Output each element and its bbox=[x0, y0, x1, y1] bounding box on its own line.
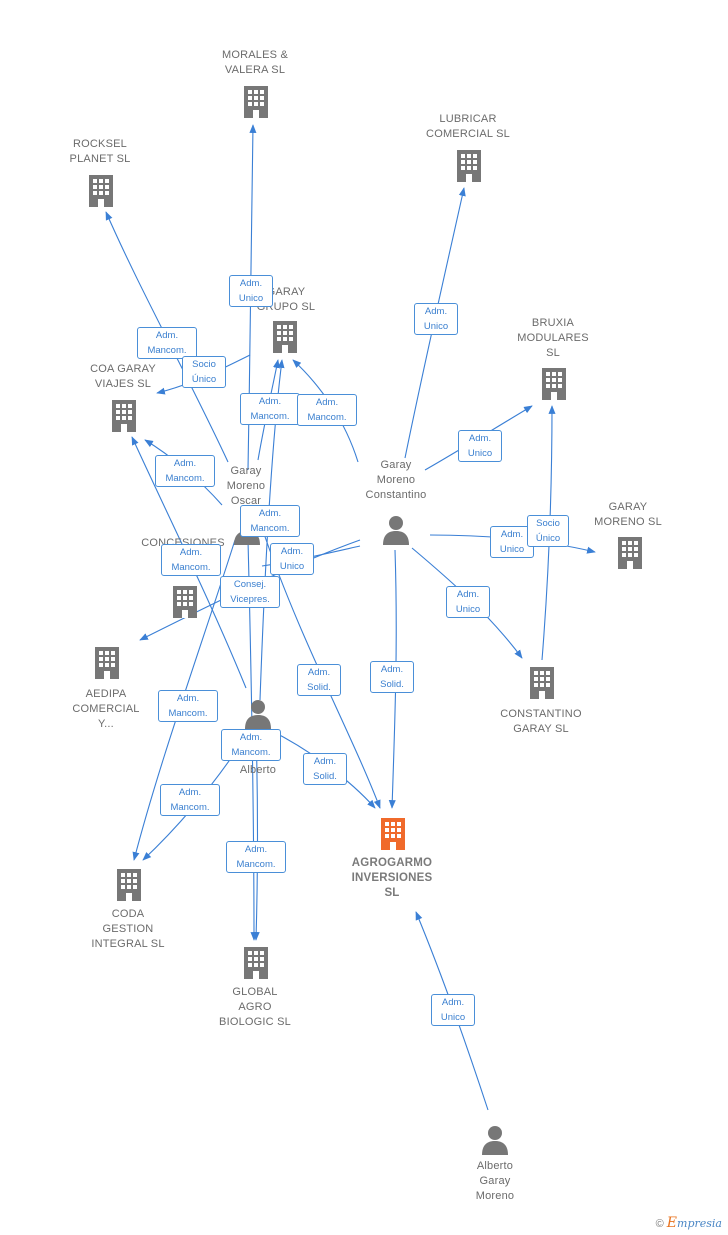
building-icon bbox=[273, 321, 297, 353]
company-label: MORALES & VALERA SL bbox=[222, 49, 288, 76]
building-icon bbox=[244, 86, 268, 118]
company-lubricar-comercial[interactable]: LUBRICAR COMERCIAL SL bbox=[418, 112, 518, 182]
company-label: GARAY GRUPO SL bbox=[256, 286, 316, 313]
edge-label: Adm. Solid. bbox=[297, 664, 341, 696]
edge-label: Adm. Solid. bbox=[370, 661, 414, 693]
edge-label: Adm. Solid. bbox=[303, 753, 347, 785]
building-icon bbox=[112, 400, 136, 432]
person-label: Garay Moreno Constantino bbox=[365, 459, 427, 501]
building-icon bbox=[457, 150, 481, 182]
edge-label: Adm. Mancom. bbox=[158, 690, 218, 722]
person-garay-moreno-constantino[interactable]: Garay Moreno Constantino bbox=[348, 458, 444, 545]
edge-label: Adm. Unico bbox=[458, 430, 502, 462]
edge-label: Adm. Mancom. bbox=[155, 455, 215, 487]
person-icon bbox=[245, 700, 271, 729]
company-constantino-garay-sl[interactable]: CONSTANTINO GARAY SL bbox=[491, 665, 591, 737]
person-icon bbox=[482, 1126, 508, 1155]
edge-label: Adm. Unico bbox=[229, 275, 273, 307]
brand-initial: E bbox=[666, 1215, 678, 1231]
company-label: AEDIPA COMERCIAL Y... bbox=[72, 688, 140, 730]
edge-label: Adm. Unico bbox=[270, 543, 314, 575]
company-coda-gestion[interactable]: CODA GESTION INTEGRAL SL bbox=[78, 867, 178, 952]
company-garay-moreno-sl[interactable]: GARAY MORENO SL bbox=[578, 500, 678, 569]
company-label: BRUXIA MODULARES SL bbox=[517, 317, 589, 359]
edge-label: Adm. Mancom. bbox=[221, 729, 281, 761]
company-coa-garay-viajes[interactable]: COA GARAY VIAJES SL bbox=[73, 362, 173, 432]
building-icon bbox=[95, 647, 119, 679]
edge-label: Adm. Mancom. bbox=[240, 505, 300, 537]
person-label: Alberto bbox=[239, 764, 277, 776]
empresia-logo: © Empresia bbox=[656, 1215, 722, 1231]
edge-label: Adm. Mancom. bbox=[137, 327, 197, 359]
building-icon bbox=[530, 667, 554, 699]
edge-label: Consej. Vicepres. bbox=[220, 576, 280, 608]
edge-label: Socio Único bbox=[182, 356, 226, 388]
company-label: ROCKSEL PLANET SL bbox=[69, 138, 131, 165]
person-icon bbox=[383, 516, 409, 545]
company-bruxia-modulares[interactable]: BRUXIA MODULARES SL bbox=[503, 316, 603, 400]
company-label: CODA GESTION INTEGRAL SL bbox=[91, 908, 165, 950]
company-rocksel-planet[interactable]: ROCKSEL PLANET SL bbox=[50, 137, 150, 207]
edge-label: Adm. Unico bbox=[446, 586, 490, 618]
edge-label: Adm. Mancom. bbox=[161, 544, 221, 576]
person-alberto[interactable]: Alberto bbox=[222, 698, 294, 778]
edge-label: Adm. Mancom. bbox=[160, 784, 220, 816]
company-label: AGROGARMO INVERSIONES SL bbox=[351, 857, 433, 899]
building-icon bbox=[381, 818, 405, 850]
company-label: LUBRICAR COMERCIAL SL bbox=[426, 113, 510, 140]
company-label: CONSTANTINO GARAY SL bbox=[500, 708, 582, 735]
company-label: GARAY MORENO SL bbox=[594, 501, 662, 528]
edge-label: Adm. Mancom. bbox=[226, 841, 286, 873]
building-icon bbox=[89, 175, 113, 207]
person-label: Garay Moreno Oscar bbox=[226, 465, 266, 507]
company-aedipa-comercial[interactable]: AEDIPA COMERCIAL Y... bbox=[56, 645, 156, 732]
building-icon bbox=[542, 368, 566, 400]
building-icon bbox=[244, 947, 268, 979]
company-agrogarmo-inversiones[interactable]: AGROGARMO INVERSIONES SL bbox=[342, 816, 442, 901]
edge-label: Socio Único bbox=[527, 515, 569, 547]
company-morales-valera[interactable]: MORALES & VALERA SL bbox=[205, 48, 305, 118]
copyright-symbol: © bbox=[655, 1218, 664, 1230]
edge-label: Adm. Mancom. bbox=[297, 394, 357, 426]
edge-label: Adm. Unico bbox=[414, 303, 458, 335]
company-label: COA GARAY VIAJES SL bbox=[90, 363, 156, 390]
edge-label: Adm. Unico bbox=[431, 994, 475, 1026]
company-label: GLOBAL AGRO BIOLOGIC SL bbox=[219, 986, 291, 1028]
company-garay-grupo[interactable]: GARAY GRUPO SL bbox=[236, 285, 336, 353]
brand-name: mpresia bbox=[677, 1217, 722, 1230]
company-global-agro-biologic[interactable]: GLOBAL AGRO BIOLOGIC SL bbox=[205, 945, 305, 1030]
person-garay-moreno-oscar[interactable]: Garay Moreno Oscar bbox=[206, 464, 286, 545]
building-icon bbox=[173, 586, 197, 618]
building-icon bbox=[117, 869, 141, 901]
edge-label: Adm. Mancom. bbox=[240, 393, 300, 425]
building-icon bbox=[618, 537, 642, 569]
person-alberto-garay-moreno[interactable]: Alberto Garay Moreno bbox=[455, 1124, 535, 1204]
person-label: Alberto Garay Moreno bbox=[475, 1160, 515, 1202]
